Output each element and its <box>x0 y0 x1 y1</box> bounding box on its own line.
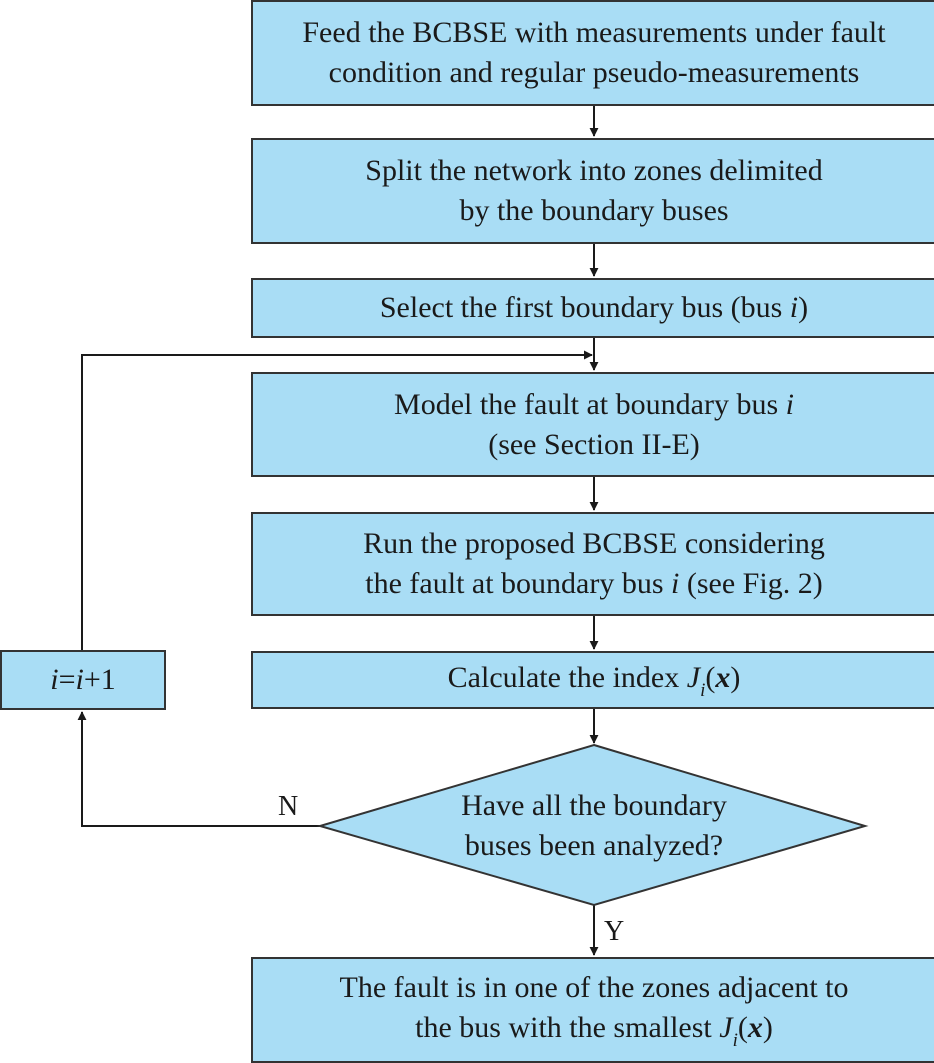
branch-label-no: N <box>278 791 299 822</box>
increment-counter-box: i=i+1 <box>0 650 166 710</box>
result-line2: the bus with the smallest Ji(x) <box>415 1011 773 1051</box>
decision-line1: Have all the boundary <box>461 789 727 822</box>
decision-line2: buses been analyzed? <box>464 829 724 862</box>
step-select-first-bus: Select the first boundary bus (bus i) <box>251 278 934 338</box>
step-calculate-index: Calculate the index Ji(x) <box>251 651 934 709</box>
arrow-loop-back <box>81 350 593 650</box>
decision-question: Have all the boundary buses been analyze… <box>394 785 794 867</box>
step-split-line1: Split the network into zones delimited <box>365 154 823 187</box>
result-line1: The fault is in one of the zones adjacen… <box>339 971 849 1004</box>
result-fault-location: The fault is in one of the zones adjacen… <box>251 957 934 1063</box>
increment-text: i=i+1 <box>50 663 116 696</box>
step-model-fault: Model the fault at boundary bus i (see S… <box>251 372 934 477</box>
step-model-line1: Model the fault at boundary bus i <box>394 387 794 421</box>
step-run-line1: Run the proposed BCBSE considering <box>363 527 825 560</box>
step-run-line2: the fault at boundary bus i (see Fig. 2) <box>365 567 823 600</box>
step-feed-line2: condition and regular pseudo-measurement… <box>328 56 860 89</box>
step-feed-measurements: Feed the BCBSE with measurements under f… <box>251 0 934 106</box>
decision-diamond <box>316 743 869 907</box>
arrow-decision-no <box>77 711 320 827</box>
step-split-network: Split the network into zones delimited b… <box>251 138 934 244</box>
step-feed-line1: Feed the BCBSE with measurements under f… <box>302 16 886 49</box>
step-split-line2: by the boundary buses <box>459 194 729 227</box>
step-run-bcbse: Run the proposed BCBSE considering the f… <box>251 512 934 616</box>
step-calc-line: Calculate the index Ji(x) <box>447 661 741 701</box>
step-model-line2: (see Section II-E) <box>488 427 700 461</box>
step-select-line: Select the first boundary bus (bus i) <box>379 291 809 324</box>
branch-label-yes: Y <box>604 916 625 947</box>
